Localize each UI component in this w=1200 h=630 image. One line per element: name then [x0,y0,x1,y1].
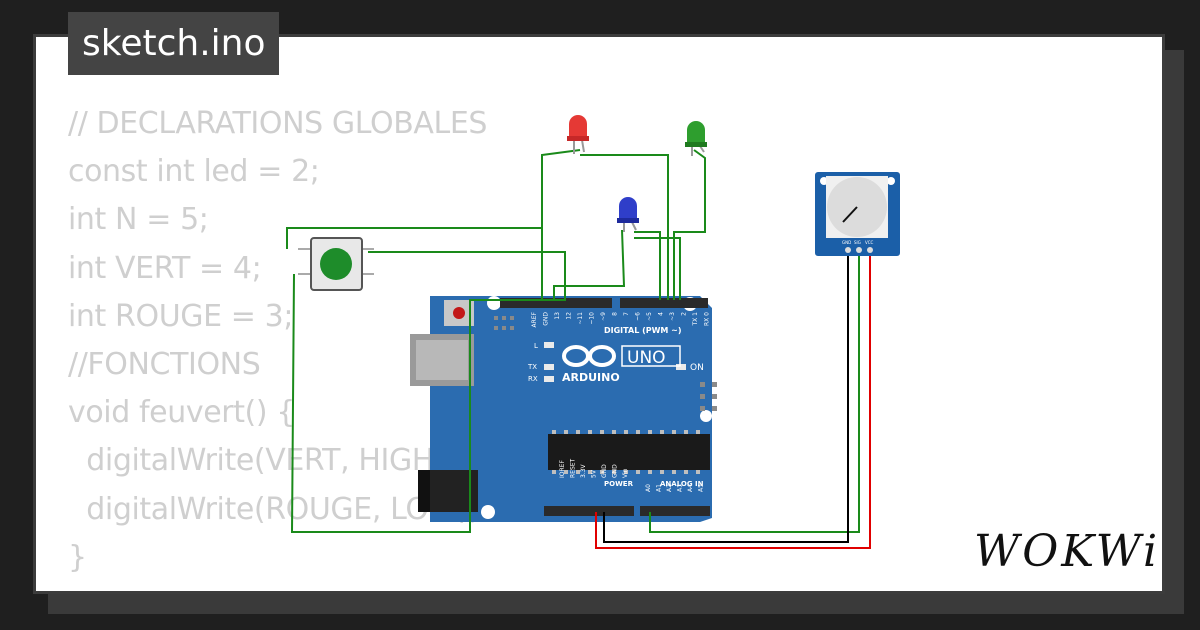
pin-label: 8 [612,312,619,316]
led-green[interactable] [685,121,707,156]
code-line: // DECLARATIONS GLOBALES [68,106,488,141]
pin-label: ~9 [600,312,607,321]
arduino-uno-board: ARDUINO UNO ON L TX RX DIGITAL (PWM ~) P… [410,296,717,522]
pin-label: 2 [681,312,688,316]
pin-label: 12 [566,312,573,320]
rx-label: RX [528,375,538,383]
code-line: digitalWrite(ROUGE, LOW); [68,491,479,527]
code-line: const int led = 2; [68,154,320,190]
pin-label: 13 [554,312,561,320]
wire-pot-gnd [603,250,849,543]
led-red[interactable] [567,115,589,154]
pin-label: IOREF [559,460,566,478]
pin-label: 7 [623,312,630,316]
wire-green-led-b [673,149,706,300]
wire-pot-sig [649,250,860,533]
code-line: int N = 5; [68,202,209,238]
wire-blue-led [553,229,626,300]
led-blue[interactable] [617,197,639,232]
push-button[interactable] [298,237,374,291]
pin-label: 5V [591,469,598,478]
code-line: } [68,539,87,575]
tx-label: TX [527,363,537,371]
wire-pot-vcc [595,250,871,549]
wire-green-led-a [580,154,669,300]
pin-label: 3.3V [580,463,587,478]
pin-label: GND [543,312,550,326]
pot-pin-gnd: GND [842,240,851,245]
potentiometer[interactable]: GND SIG VCC [815,172,900,256]
pin-label: ~6 [635,312,642,321]
pin-label: GND [612,464,619,478]
pin-label: A1 [656,484,663,492]
power-label: POWER [604,480,634,488]
pot-pin-sig: SIG [854,240,861,245]
digital-label: DIGITAL (PWM ~) [604,326,682,335]
pin-label: Vin [622,468,629,478]
analog-label: ANALOG IN [660,480,704,488]
pin-label: ~3 [669,312,676,321]
code-editor: // DECLARATIONS GLOBALES const int led = … [68,100,487,582]
pin-label: A2 [666,484,673,492]
wire-blue-led-c [634,237,681,300]
code-line: int ROUGE = 3; [68,298,294,334]
code-line: void feuvert() { [68,395,295,431]
pin-label: RESET [570,458,577,478]
pin-label: A5 [698,484,705,492]
pin-label: ~5 [646,312,653,321]
pin-label: TX 1 [692,312,699,327]
pin-label: GND [601,464,608,478]
file-tab: sketch.ino [68,12,280,75]
code-line: //FONCTIONS [68,346,261,382]
pin-label: AREF [531,311,538,327]
pin-label: A0 [645,484,652,492]
pin-label: A4 [687,484,694,492]
wires [286,149,871,549]
pin-label: RX 0 [704,312,711,326]
on-label: ON [690,363,704,373]
board-brand: ARDUINO [562,371,620,384]
wokwi-logo: WOKWi [974,526,1161,577]
pot-pin-vcc: VCC [865,240,874,245]
pin-label: ~11 [577,312,584,325]
wire-button-gnd [290,251,566,533]
pin-label: 4 [658,312,665,316]
board-model: UNO [627,348,666,368]
wire-red-led [541,149,581,300]
knob-indicator[interactable] [842,206,858,223]
l-label: L [534,342,538,350]
wire-blue-led-b [634,231,661,300]
pin-label: A3 [677,484,684,492]
code-line: int VERT = 4; [68,250,262,286]
pin-label: ~10 [589,312,596,325]
